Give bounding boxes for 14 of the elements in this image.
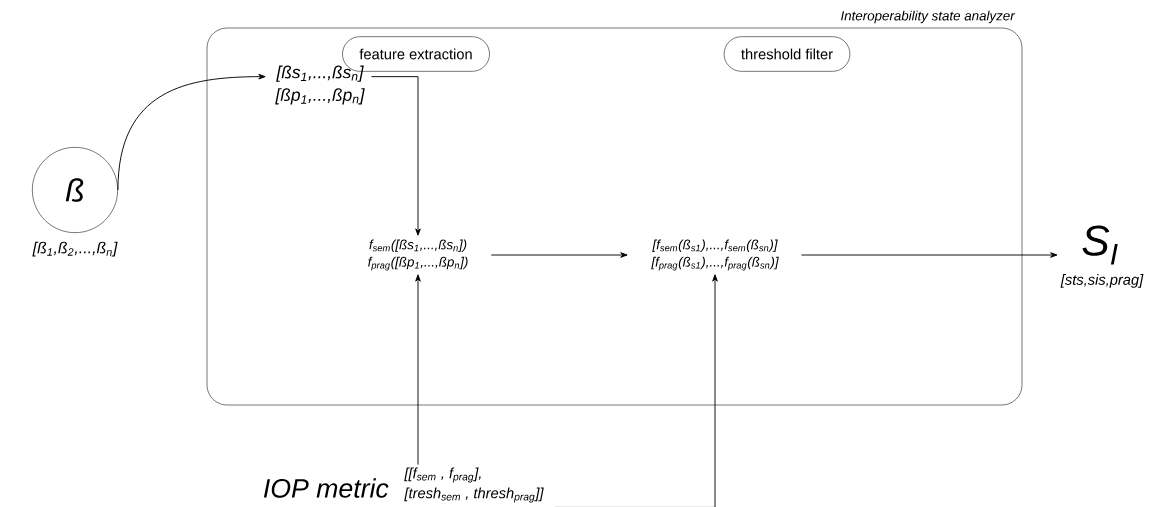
frame-title: Interoperability state analyzer [841, 10, 1016, 24]
arrow [415, 274, 421, 466]
output-vector: [sts,sis,prag] [1060, 274, 1144, 288]
arrow [801, 252, 1058, 258]
formula-text: f$_{sem}$([ßs$_{1}$,...,ßs$_{n}$]) f$_{prag}$([ßp$_{1}$,...,ßp$_{n}$]) [368, 239, 468, 271]
input-vector: [ß$_{1}$,ß$_{2}$,...,ß$_{n}$] [32, 241, 118, 257]
stage-label: threshold filter [723, 36, 851, 72]
metric-vector: [[f$_{sem}$ , f$_{prag}$], [tresh$_{sem}$ , thresh$_{prag}$]] [404, 467, 544, 503]
formula-text: [f$_{sem}$(ß$_{s1}$),...,f$_{sem}$(ß$_{sn}$)] [f$_{prag}$(ß$_{s1}$),...,f$_{prag}$(ß$_{sn}$)] [651, 239, 779, 271]
output-symbol: S$_{I}$ [1082, 225, 1118, 265]
arrow [370, 76, 421, 236]
arrow [490, 252, 628, 258]
arrow [117, 73, 266, 191]
metric-title: IOP metric [263, 478, 389, 498]
